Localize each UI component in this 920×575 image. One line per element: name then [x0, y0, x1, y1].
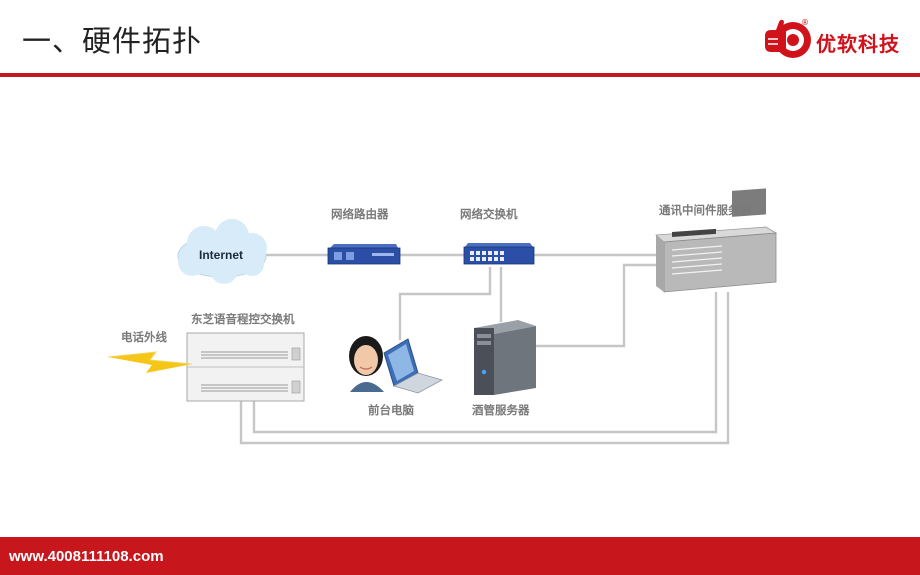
- lightning-bolt-icon: [107, 351, 193, 373]
- internet-label: Internet: [199, 248, 243, 262]
- connection-lines: [239, 253, 730, 445]
- line-switch-pc: [398, 267, 492, 340]
- internet-cloud-icon: [177, 219, 267, 284]
- pbx-label: 东芝语音程控交换机: [191, 312, 295, 326]
- header-rule: [0, 73, 920, 77]
- brand-logo: ®: [765, 18, 811, 58]
- phone-line-label: 电话外线: [121, 330, 167, 344]
- footer-bar: [0, 537, 920, 575]
- front-desk-pc-label: 前台电脑: [368, 403, 414, 417]
- logo-text: 优软科技: [816, 32, 900, 56]
- page-title: 一、硬件拓扑: [22, 24, 203, 58]
- server-tower-icon: [474, 320, 536, 395]
- pbx-switchboard-icon: [186, 332, 305, 402]
- line-pbx-middleware-inner: [252, 292, 718, 434]
- middleware-server-label: 通讯中间件服务器: [659, 203, 751, 217]
- switch-icon: [463, 243, 535, 265]
- line-barserver-middleware: [536, 263, 656, 348]
- registered-mark: ®: [801, 18, 809, 27]
- switch-label: 网络交换机: [460, 207, 518, 221]
- thumbs-up-disc-icon: [765, 19, 811, 58]
- middleware-server-icon: [655, 188, 778, 293]
- bar-server-label: 酒管服务器: [472, 403, 530, 417]
- line-pbx-middleware-outer: [239, 292, 730, 445]
- router-icon: [327, 244, 401, 265]
- laptop-icon: [383, 338, 444, 394]
- footer-url: www.4008111108.com: [9, 548, 164, 565]
- person-photo-icon: [342, 330, 390, 392]
- router-label: 网络路由器: [331, 207, 389, 221]
